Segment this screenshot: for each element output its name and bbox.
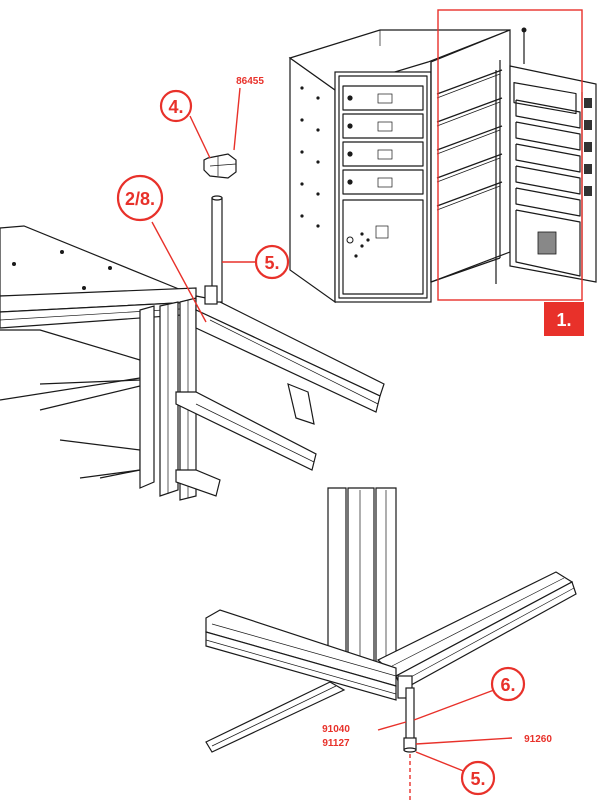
open-door-panel xyxy=(495,65,597,284)
rod-base-detail: 6. 5. 91040 91127 91260 xyxy=(205,487,577,800)
callout-4 xyxy=(159,89,193,123)
callout-6-label: 6. xyxy=(500,675,515,695)
callout-5-top-label: 5. xyxy=(264,253,279,273)
part-number-right: 91260 xyxy=(524,734,552,745)
part-number-left-a: 91040 xyxy=(322,724,350,735)
door-frame-posts xyxy=(327,487,397,681)
step-badge-1 xyxy=(544,302,584,336)
rod-part-5 xyxy=(204,195,223,305)
side-panel-holes xyxy=(300,86,320,228)
parcel-door xyxy=(342,199,424,295)
shelves xyxy=(430,60,503,283)
callout-2-8 xyxy=(116,174,164,222)
rod-part-6 xyxy=(403,687,417,753)
callout-4-label: 4. xyxy=(168,97,183,117)
callout-5-bottom-label: 5. xyxy=(470,769,485,789)
mailbox-doors xyxy=(342,85,424,195)
callout-2-8-label: 2/8. xyxy=(125,189,155,209)
cap-nut-part-4 xyxy=(203,153,237,179)
callout-6 xyxy=(490,666,526,702)
highlight-frame xyxy=(437,9,583,301)
rod-insertion-detail: 4. 2/8. 5. 86455 xyxy=(0,76,385,501)
step-badge-1-label: 1. xyxy=(556,310,571,330)
cabinet-overview: 1. xyxy=(288,9,597,336)
callout-5-bottom xyxy=(460,760,496,796)
part-number-left-b: 91127 xyxy=(322,738,350,749)
part-number-top: 86455 xyxy=(236,76,264,87)
callout-5-top xyxy=(254,244,290,280)
